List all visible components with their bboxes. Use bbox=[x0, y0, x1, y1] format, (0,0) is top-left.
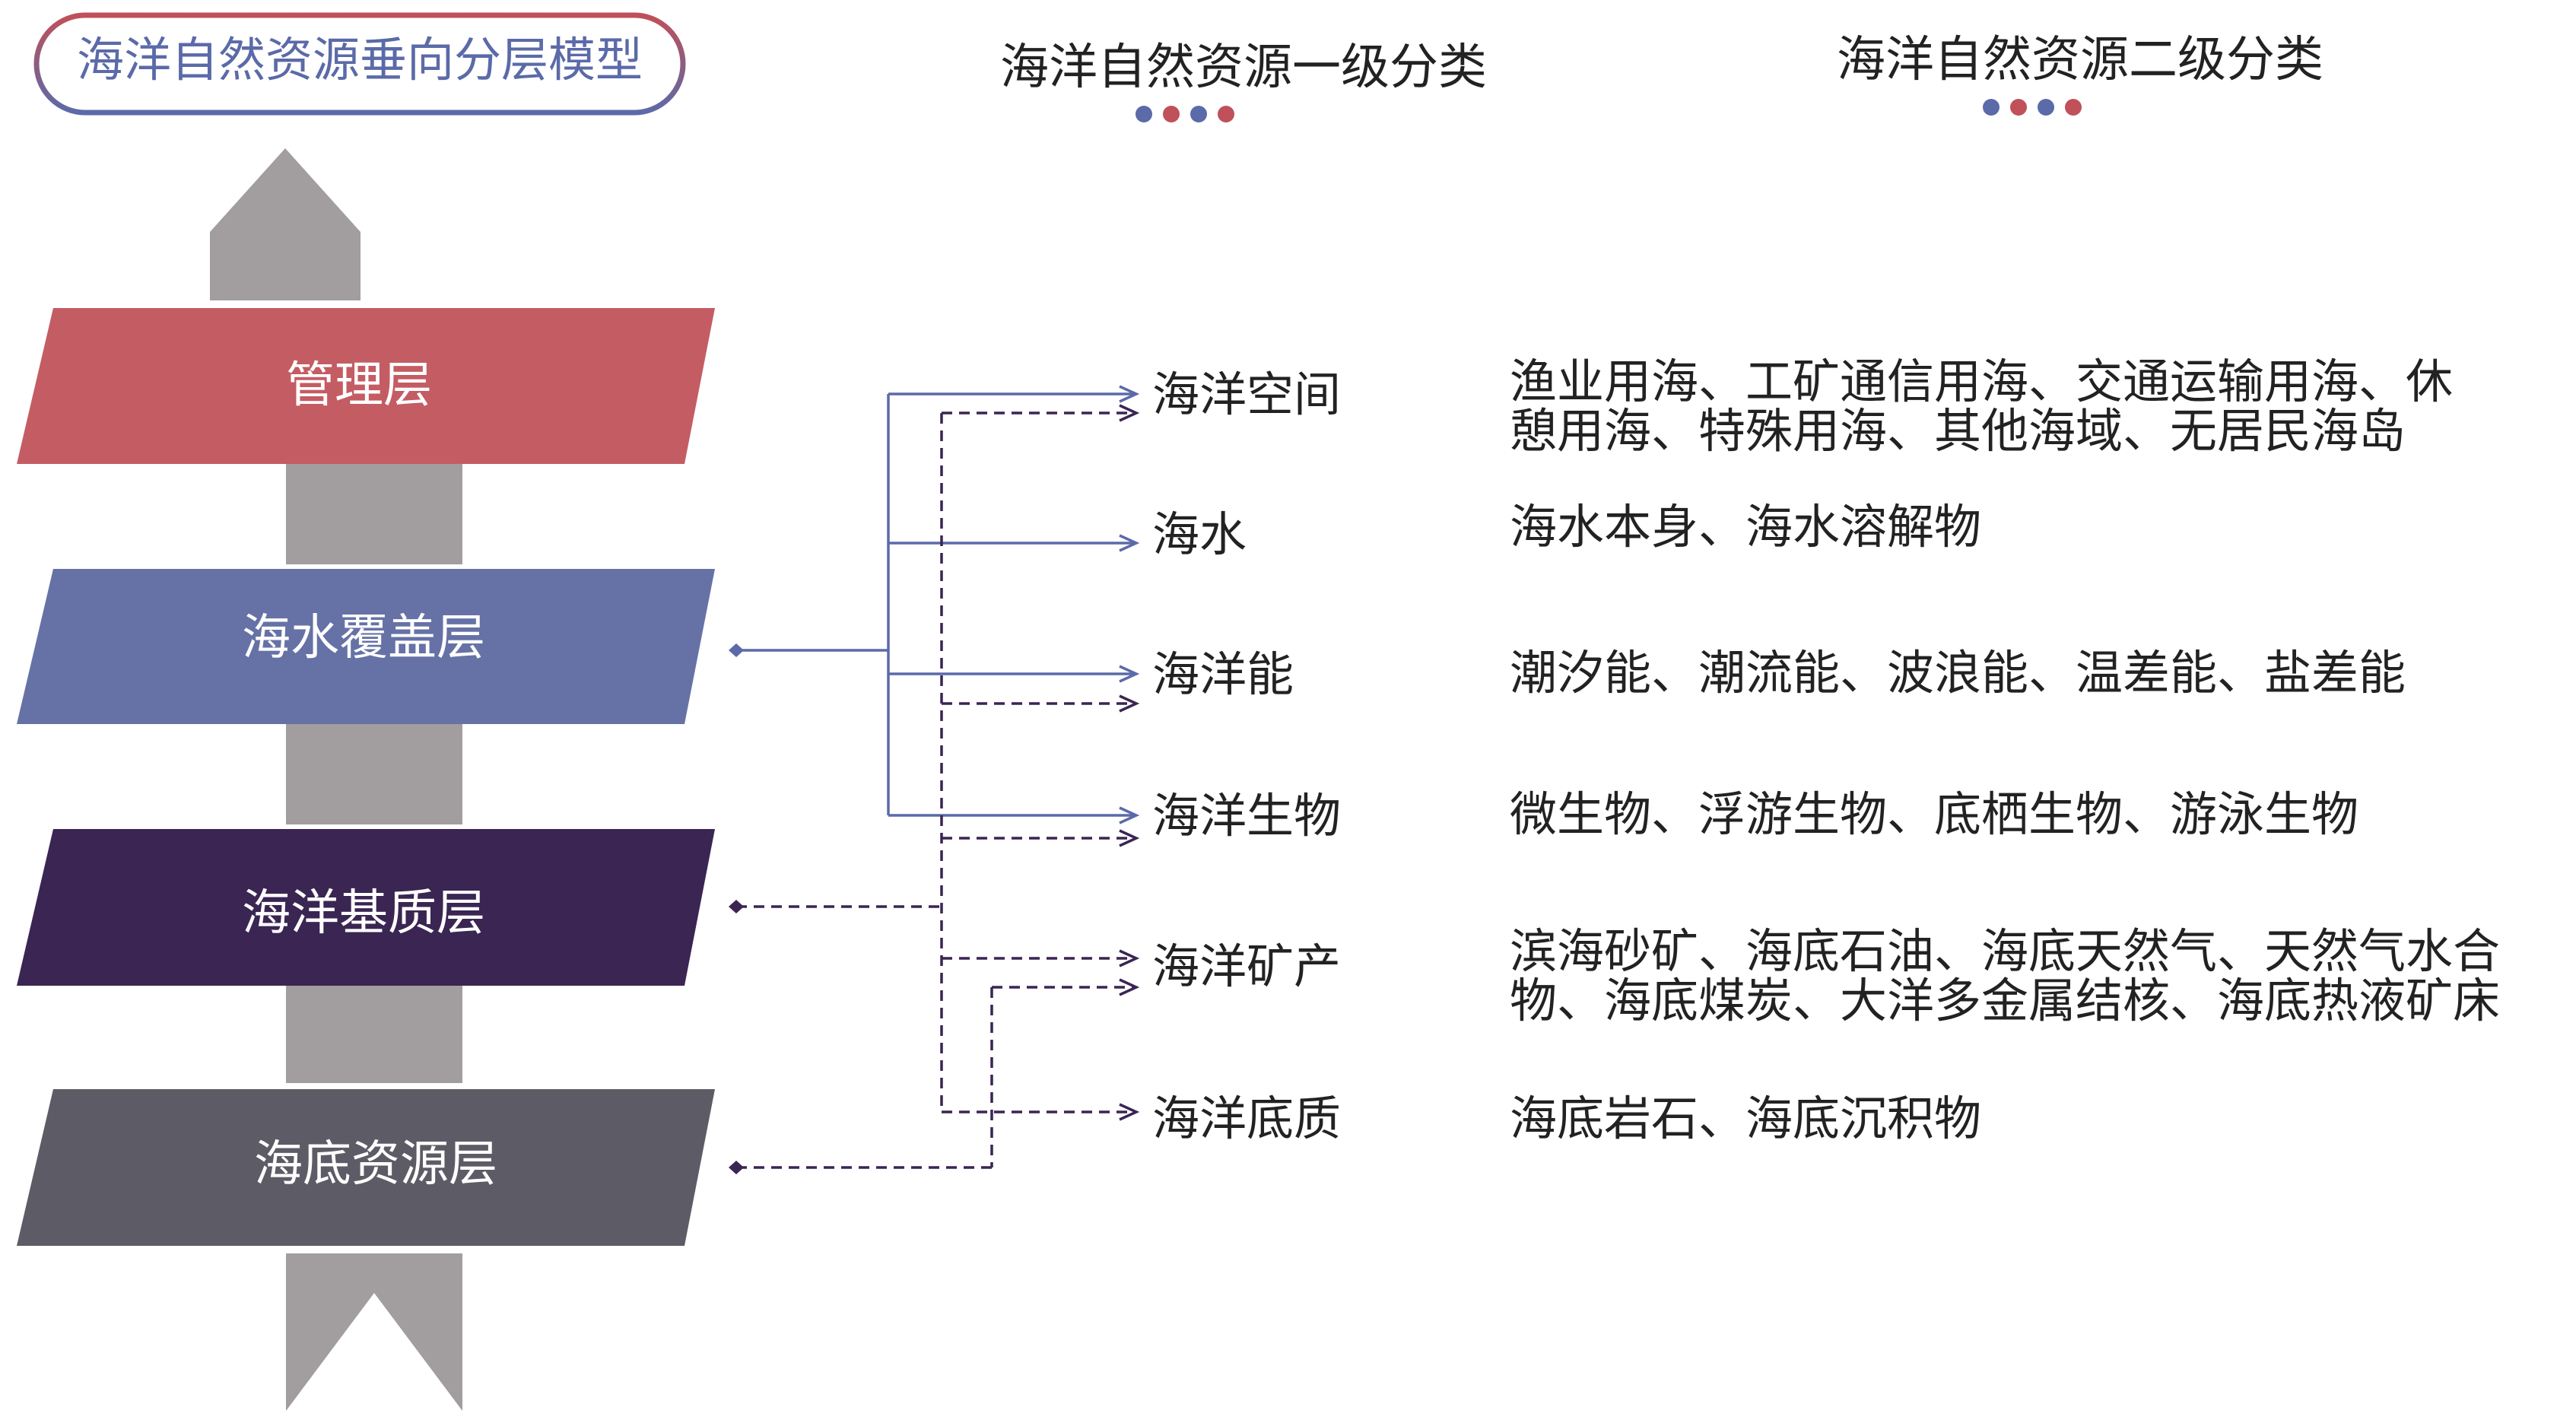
model-title-badge: 海洋自然资源垂向分层模型 bbox=[33, 12, 686, 116]
top-arrow bbox=[210, 148, 361, 300]
secondary-items: 渔业用海、工矿通信用海、交通运输用海、休 憩用海、特殊用海、其他海域、无居民海岛… bbox=[1510, 354, 2500, 1146]
model-title: 海洋自然资源垂向分层模型 bbox=[77, 32, 643, 87]
solid-connectors bbox=[729, 385, 1140, 824]
secondary-item-seabed-substrate: 海底岩石、海底沉积物 bbox=[1510, 1091, 1981, 1146]
layer-seawater-cover-label: 海水覆盖层 bbox=[242, 610, 485, 666]
header-dot bbox=[1190, 106, 1207, 122]
layer-management-label: 管理层 bbox=[286, 357, 432, 414]
primary-item-seabed-substrate: 海洋底质 bbox=[1152, 1091, 1341, 1146]
dashed-connectors bbox=[729, 404, 1140, 1174]
layer-seabed-resources bbox=[17, 1089, 715, 1246]
layer-stack: 管理层 海水覆盖层 海洋基质层 海底资源层 bbox=[17, 148, 715, 1411]
layer-marine-substrate bbox=[17, 829, 715, 986]
header-dot bbox=[1136, 106, 1152, 122]
layer-seawater-cover bbox=[17, 569, 715, 724]
secondary-item-marine-space-line-1: 渔业用海、工矿通信用海、交通运输用海、休 bbox=[1510, 354, 2453, 409]
connector-1 bbox=[286, 464, 462, 564]
primary-item-seawater: 海水 bbox=[1152, 507, 1247, 562]
secondary-item-marine-space-line-2: 憩用海、特殊用海、其他海域、无居民海岛 bbox=[1510, 403, 2406, 459]
primary-item-marine-minerals: 海洋矿产 bbox=[1152, 939, 1341, 994]
secondary-item-seawater: 海水本身、海水溶解物 bbox=[1510, 499, 1981, 554]
secondary-header-dots bbox=[1983, 99, 2082, 116]
secondary-item-marine-minerals-line-1: 滨海砂矿、海底石油、海底天然气、天然气水合 bbox=[1510, 923, 2500, 979]
secondary-header: 海洋自然资源二级分类 bbox=[1837, 32, 2323, 88]
primary-item-marine-biology: 海洋生物 bbox=[1152, 788, 1341, 843]
primary-items: 海洋空间 海水 海洋能 海洋生物 海洋矿产 海洋底质 bbox=[1152, 367, 1341, 1146]
header-dot bbox=[1983, 99, 1999, 116]
header-dot bbox=[1163, 106, 1180, 122]
primary-header-dots bbox=[1136, 106, 1234, 122]
secondary-item-marine-biology: 微生物、浮游生物、底栖生物、游泳生物 bbox=[1510, 786, 2358, 842]
header-dot bbox=[2038, 99, 2054, 116]
primary-item-ocean-energy: 海洋能 bbox=[1152, 646, 1294, 702]
header-dot bbox=[2010, 99, 2027, 116]
layer-management bbox=[17, 308, 715, 464]
layer-seabed-resources-label: 海底资源层 bbox=[254, 1136, 497, 1193]
bottom-chevron bbox=[286, 1253, 462, 1411]
connector-2 bbox=[286, 724, 462, 824]
primary-item-marine-space: 海洋空间 bbox=[1152, 367, 1341, 422]
secondary-item-ocean-energy: 潮汐能、潮流能、波浪能、温差能、盐差能 bbox=[1510, 645, 2406, 700]
connector-3 bbox=[286, 983, 462, 1083]
primary-header: 海洋自然资源一级分类 bbox=[1000, 40, 1487, 96]
secondary-item-marine-minerals-line-2: 物、海底煤炭、大洋多金属结核、海底热液矿床 bbox=[1510, 973, 2500, 1028]
header-dot bbox=[2065, 99, 2082, 116]
header-dot bbox=[1218, 106, 1234, 122]
layer-marine-substrate-label: 海洋基质层 bbox=[242, 885, 485, 942]
